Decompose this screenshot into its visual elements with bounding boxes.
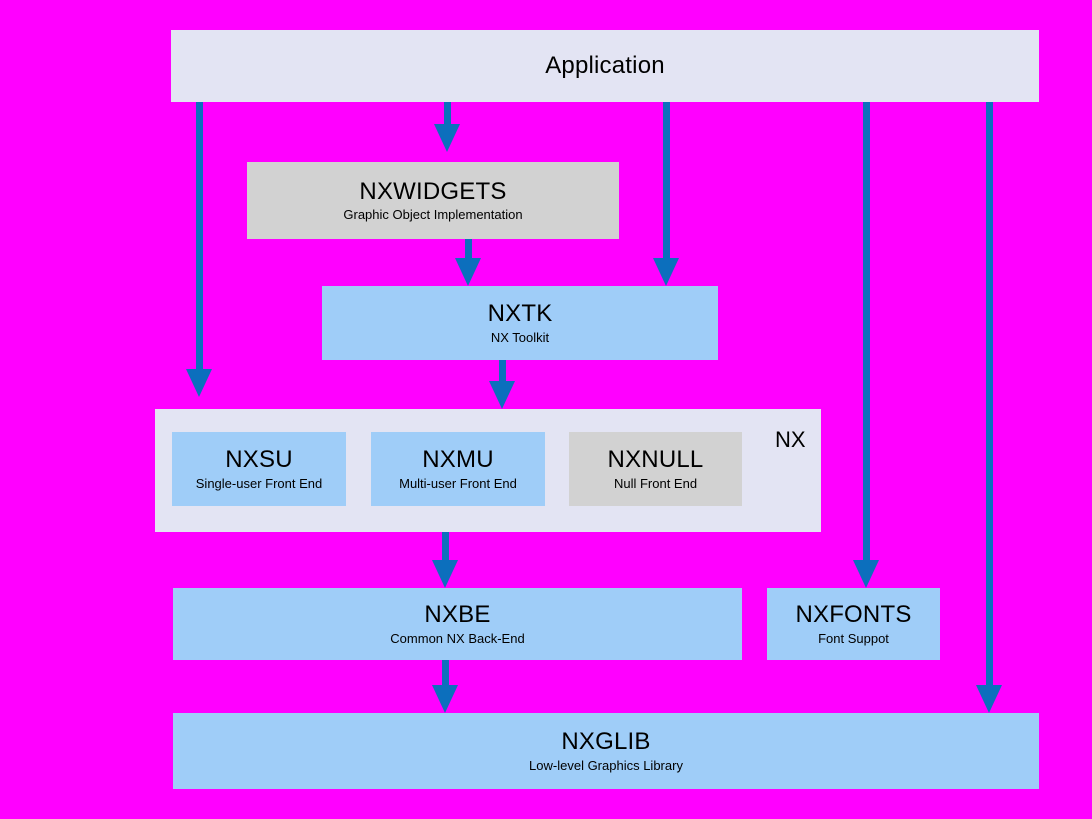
node-nxtk[interactable]: NXTK NX Toolkit <box>322 286 718 360</box>
arrow-head <box>853 560 879 588</box>
node-nxnull-title: NXNULL <box>607 446 704 474</box>
arrow-head <box>432 560 458 588</box>
arrow-shaft <box>985 102 993 685</box>
node-nxwidgets[interactable]: NXWIDGETS Graphic Object Implementation <box>247 162 619 239</box>
node-nxtk-subtitle: NX Toolkit <box>490 329 550 345</box>
arrow-application-to-nxglib <box>976 102 1002 713</box>
arrow-head <box>455 258 481 286</box>
node-nxsu-subtitle: Single-user Front End <box>195 475 323 491</box>
arrow-shaft <box>862 102 870 560</box>
arrow-nxbe-to-nxglib <box>432 660 458 713</box>
arrow-shaft <box>195 102 203 369</box>
arrow-shaft <box>464 239 472 258</box>
node-nxnull[interactable]: NXNULL Null Front End <box>569 432 742 506</box>
node-nxwidgets-title: NXWIDGETS <box>359 177 507 205</box>
node-nxglib[interactable]: NXGLIB Low-level Graphics Library <box>173 713 1039 789</box>
node-nxbe-subtitle: Common NX Back-End <box>390 630 525 646</box>
arrow-shaft <box>443 102 451 124</box>
arrow-head <box>976 685 1002 713</box>
node-nxglib-title: NXGLIB <box>561 728 651 756</box>
arrow-head <box>489 381 515 409</box>
node-nxmu-subtitle: Multi-user Front End <box>399 475 517 491</box>
arrow-application-to-nx <box>186 102 212 397</box>
node-nxsu[interactable]: NXSU Single-user Front End <box>172 432 346 506</box>
node-nxsu-title: NXSU <box>225 446 293 474</box>
arrow-application-to-nxfonts <box>853 102 879 588</box>
arrow-application-to-nxwidgets <box>434 102 460 152</box>
node-nxbe[interactable]: NXBE Common NX Back-End <box>173 588 742 660</box>
arrow-shaft <box>441 532 449 560</box>
node-nxnull-subtitle: Null Front End <box>613 475 698 491</box>
node-nxwidgets-subtitle: Graphic Object Implementation <box>343 207 523 223</box>
arrow-shaft <box>498 360 506 381</box>
arrow-nxwidgets-to-nxtk <box>455 239 481 286</box>
arrow-shaft <box>662 102 670 258</box>
node-nxfonts-subtitle: Font Suppot <box>818 630 889 646</box>
arrow-nx-to-nxbe <box>432 532 458 588</box>
node-application[interactable]: Application <box>171 30 1039 102</box>
node-nxtk-title: NXTK <box>487 300 553 328</box>
arrow-head <box>434 124 460 152</box>
node-application-title: Application <box>545 52 665 80</box>
arrow-application-to-nxtk <box>653 102 679 286</box>
arrow-nxtk-to-nx <box>489 360 515 409</box>
arrow-head <box>653 258 679 286</box>
node-nxmu[interactable]: NXMU Multi-user Front End <box>371 432 545 506</box>
arrow-shaft <box>441 660 449 685</box>
node-nxbe-title: NXBE <box>424 601 491 629</box>
arrow-head <box>432 685 458 713</box>
arrow-head <box>186 369 212 397</box>
node-nxglib-subtitle: Low-level Graphics Library <box>529 757 683 773</box>
node-nxfonts-title: NXFONTS <box>795 601 912 629</box>
node-nxmu-title: NXMU <box>422 446 494 474</box>
node-nx-group-label: NX <box>775 427 806 452</box>
node-nxfonts[interactable]: NXFONTS Font Suppot <box>767 588 940 660</box>
